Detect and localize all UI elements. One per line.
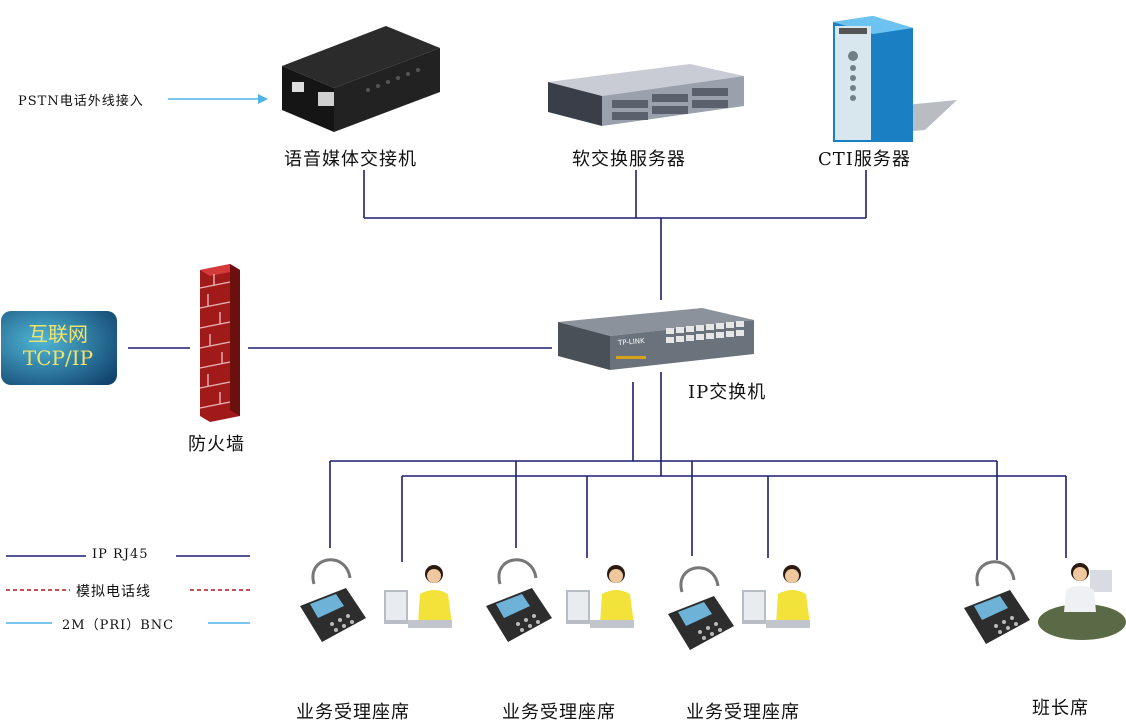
- ip-switch-label: IP交换机: [688, 382, 767, 403]
- legend-label-analog: 模拟电话线: [76, 584, 151, 600]
- ip-switch-icon: [558, 308, 754, 370]
- internet-label-1: 互联网: [28, 322, 88, 346]
- agent-icon: [742, 565, 810, 628]
- legend-label-ip-rj45: IP RJ45: [92, 547, 149, 562]
- pstn-label: PSTN电话外线接入: [18, 94, 144, 109]
- ip-phone-icon: [300, 558, 366, 642]
- internet-label-2: TCP/IP: [22, 346, 94, 370]
- internet-cloud-icon: [1, 311, 117, 385]
- cti-server-label: CTI服务器: [818, 149, 911, 170]
- firewall-icon: [199, 264, 240, 422]
- seat-label: 业务受理座席: [686, 702, 800, 723]
- media-gateway-icon: [282, 26, 440, 132]
- cti-server-icon: [833, 16, 957, 142]
- ip-phone-icon: [668, 566, 734, 650]
- supervisor-seat-label: 班长席: [1032, 698, 1089, 719]
- firewall-label: 防火墙: [188, 434, 245, 455]
- media-gateway-label: 语音媒体交接机: [284, 149, 417, 170]
- ip-phone-icon: [964, 560, 1030, 644]
- ip-phone-icon: [486, 558, 552, 642]
- agent-icon: [566, 565, 634, 628]
- softswitch-server-icon: [548, 64, 744, 126]
- softswitch-label: 软交换服务器: [572, 149, 686, 170]
- seat-label: 业务受理座席: [296, 702, 410, 723]
- agent-icon: [384, 565, 452, 628]
- seat-label: 业务受理座席: [502, 702, 616, 723]
- legend-label-bnc: 2M（PRI）BNC: [62, 618, 175, 633]
- supervisor-icon: [1038, 563, 1126, 640]
